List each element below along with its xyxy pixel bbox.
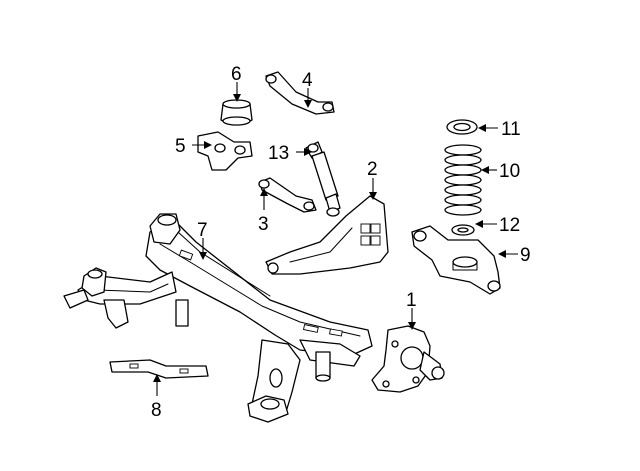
callout-1: 1	[406, 290, 417, 311]
trailing-arm	[265, 195, 389, 275]
callout-10: 10	[499, 161, 520, 182]
callout-6: 6	[231, 64, 242, 85]
bushing	[220, 99, 253, 126]
callout-2: 2	[367, 159, 378, 180]
shock-absorber	[305, 141, 341, 217]
spring-lower-seat	[451, 224, 475, 236]
mounting-bracket	[197, 131, 253, 171]
callout-13: 13	[268, 143, 289, 164]
callout-11: 11	[501, 119, 521, 140]
leader-lines	[153, 82, 518, 396]
upper-control-link	[265, 71, 335, 115]
callout-4: 4	[302, 70, 313, 91]
callout-7: 7	[197, 220, 208, 241]
lower-control-arm	[411, 225, 501, 295]
callout-8: 8	[151, 400, 162, 421]
callout-5: 5	[175, 136, 186, 157]
callout-12: 12	[499, 215, 520, 236]
callout-3: 3	[258, 214, 269, 235]
coil-spring	[444, 144, 482, 216]
spring-upper-seat	[446, 119, 478, 135]
reinforcement-bar	[109, 359, 209, 379]
callout-9: 9	[520, 245, 531, 266]
knuckle-spindle	[371, 325, 445, 393]
lower-link	[258, 177, 317, 213]
callout-labels: 1 2 3 4 5 6 7 8 9 10 11 12 13	[151, 64, 531, 421]
